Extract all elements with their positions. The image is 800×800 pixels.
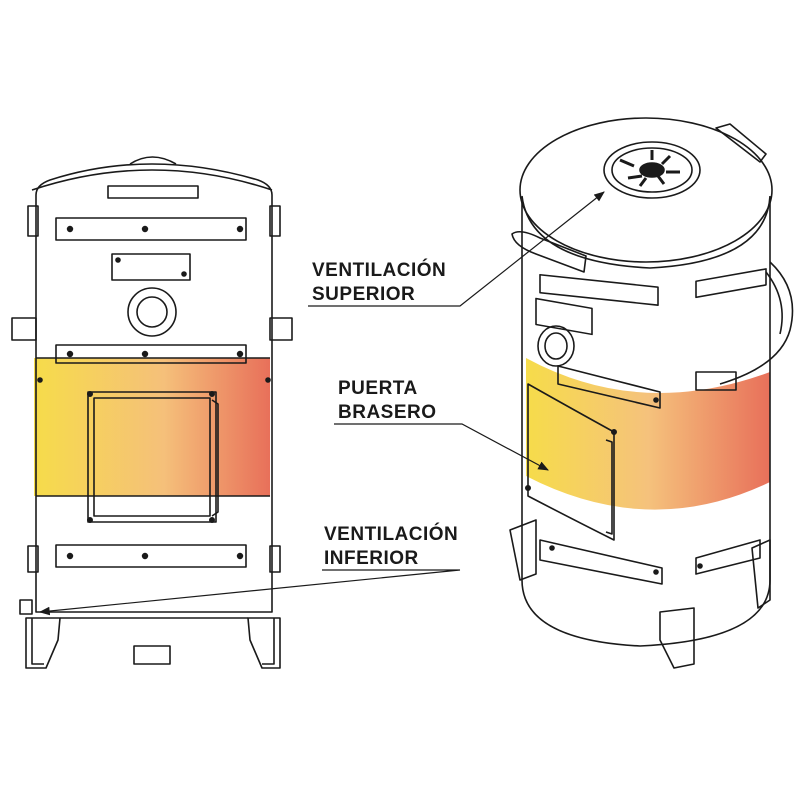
firebox-door-label-line2: BRASERO (338, 402, 437, 423)
side-leg-left (509, 519, 537, 581)
front-upper-strap (55, 217, 247, 241)
vent-disc-icon (603, 141, 701, 199)
top-vent-label-line2: SUPERIOR (312, 284, 415, 305)
firebox-door-label-line1: PUERTA (338, 378, 418, 399)
side-lid (519, 117, 773, 263)
firebox-door-leader (334, 423, 549, 471)
front-body-outline (35, 163, 273, 613)
top-vent-label-line1: VENTILACIÓN (312, 259, 446, 281)
bottom-vent-label-line1: VENTILACIÓN (324, 523, 458, 545)
front-leg-left (25, 617, 61, 669)
side-body-outline (521, 190, 771, 647)
side-handle-ring (719, 261, 794, 385)
front-name-plate (111, 253, 191, 281)
side-heat-band (526, 358, 770, 510)
side-firebox-door (527, 383, 615, 541)
front-leg-right (247, 617, 281, 669)
callout-lines (38, 191, 605, 616)
smoker-front-icon (11, 156, 293, 669)
bottom-vent-label-line2: INFERIOR (324, 548, 419, 569)
smoker-perspective-icon (509, 117, 794, 669)
bottom-vent-leader (38, 569, 461, 616)
front-heat-band (34, 358, 270, 496)
callout-labels: VENTILACIÓN SUPERIOR PUERTA BRASERO VENT… (312, 259, 458, 569)
front-thermometer (127, 287, 177, 337)
side-leg-front (659, 607, 695, 669)
front-firebox-door (87, 391, 217, 523)
top-vent-leader (308, 191, 605, 307)
